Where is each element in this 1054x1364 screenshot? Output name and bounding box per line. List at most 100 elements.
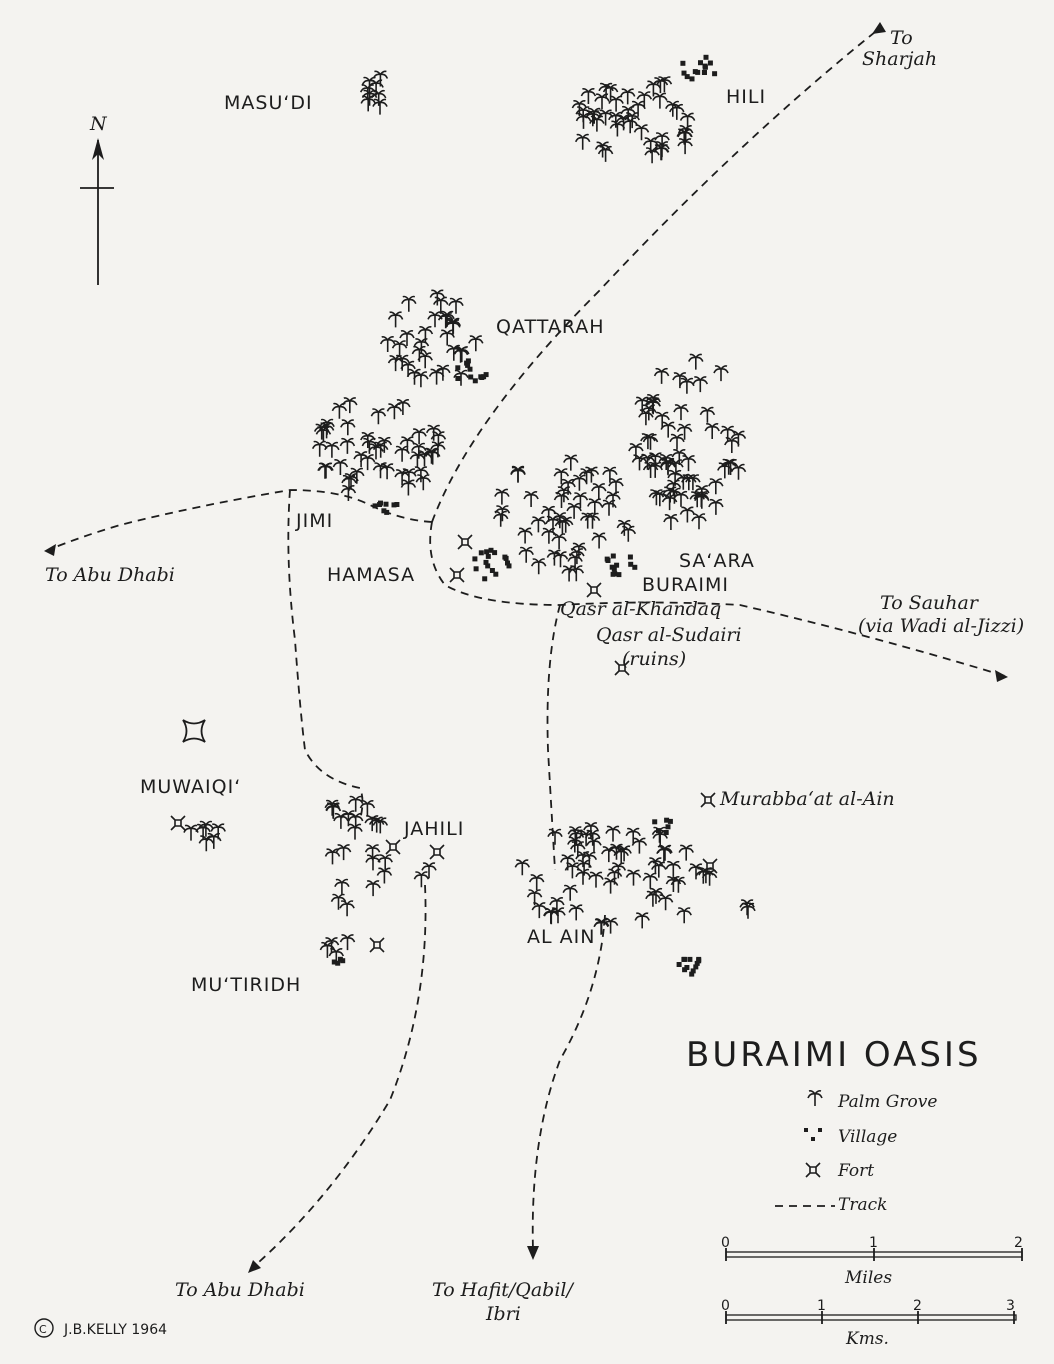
scale-miles-label: Miles bbox=[844, 1268, 892, 1288]
label-jahili: JAHILI bbox=[403, 818, 464, 840]
label-to-abu-dhabi-south: To Abu Dhabi bbox=[175, 1279, 305, 1301]
palm-tree-icon bbox=[638, 409, 654, 427]
village-hut-icon bbox=[331, 959, 337, 965]
fort-icon bbox=[429, 844, 445, 860]
palm-tree-icon bbox=[467, 335, 484, 353]
fort-icon bbox=[449, 567, 465, 583]
legend: Palm Grove Village Fort Track bbox=[775, 1090, 937, 1215]
fort-icon bbox=[586, 582, 602, 598]
village-hut-icon bbox=[663, 830, 669, 835]
north-arrow-icon: N bbox=[80, 113, 114, 285]
palm-tree-icon bbox=[602, 877, 619, 895]
scale-kms-tick-0: 0 bbox=[721, 1298, 730, 1314]
palm-tree-icon bbox=[699, 406, 716, 424]
palm-tree-icon bbox=[379, 335, 396, 353]
label-to-abu-dhabi-west: To Abu Dhabi bbox=[45, 564, 175, 586]
palm-tree-icon bbox=[514, 859, 531, 877]
village-icon bbox=[804, 1128, 822, 1141]
village-hut-icon bbox=[687, 956, 693, 962]
credit-text: J.B.KELLY 1964 bbox=[63, 1322, 167, 1338]
scale-kms-tick-2: 2 bbox=[913, 1298, 922, 1314]
village-hut-icon bbox=[693, 964, 699, 970]
palm-tree-icon bbox=[359, 454, 376, 471]
village-hut-icon bbox=[676, 962, 682, 967]
label-qasr-sudairi-note: (ruins) bbox=[622, 648, 686, 670]
palm-groves bbox=[183, 70, 756, 965]
palm-tree-icon bbox=[417, 352, 434, 370]
palm-tree-icon bbox=[317, 462, 333, 480]
palm-tree-icon bbox=[411, 428, 427, 446]
village-hut-icon bbox=[712, 71, 718, 77]
palm-tree-icon bbox=[707, 478, 724, 496]
village-hut-icon bbox=[479, 375, 485, 380]
palm-tree-icon bbox=[365, 880, 381, 897]
label-jimi: JIMI bbox=[295, 510, 333, 532]
label-to-sharjah-to: To bbox=[890, 27, 913, 49]
palm-tree-icon bbox=[324, 441, 340, 459]
palm-tree-icon bbox=[680, 455, 697, 472]
fort-icon bbox=[385, 839, 401, 855]
village-hut-icon bbox=[656, 828, 661, 834]
palm-tree-icon bbox=[183, 824, 199, 842]
village-hut-icon bbox=[488, 547, 494, 553]
palm-tree-icon bbox=[606, 868, 623, 886]
palm-tree-icon bbox=[568, 565, 585, 583]
village-hut-icon bbox=[506, 563, 512, 569]
village-hut-icon bbox=[482, 576, 488, 582]
village-hut-icon bbox=[667, 818, 673, 824]
fort-icon bbox=[700, 792, 716, 808]
palm-tree-icon bbox=[673, 404, 689, 421]
palm-tree-icon bbox=[679, 377, 695, 395]
village-hut-icon bbox=[611, 566, 617, 572]
village-hut-icon bbox=[701, 69, 707, 75]
village-hut-icon bbox=[468, 374, 474, 380]
palm-tree-icon bbox=[601, 499, 617, 517]
palm-tree-icon bbox=[552, 551, 569, 569]
label-ibri: Ibri bbox=[485, 1303, 521, 1325]
label-hamasa: HAMASA bbox=[327, 564, 415, 586]
palm-tree-icon bbox=[332, 458, 349, 476]
palm-tree-icon bbox=[586, 837, 602, 855]
track-abu-dhabi-south bbox=[249, 884, 427, 1271]
palm-tree-icon bbox=[631, 837, 648, 855]
palm-tree-icon bbox=[198, 835, 215, 853]
village-hut-icon bbox=[696, 958, 702, 964]
fort-icon bbox=[170, 815, 186, 831]
palm-tree-icon bbox=[648, 887, 664, 905]
village-hut-icon bbox=[372, 503, 378, 509]
track-to-al-ain bbox=[546, 604, 561, 871]
label-muwaiqi: MUWAIQI‘ bbox=[140, 776, 241, 798]
palm-tree-icon bbox=[608, 478, 624, 495]
palm-tree-icon bbox=[645, 890, 661, 908]
scale-miles-tick-2: 2 bbox=[1014, 1235, 1023, 1251]
label-mutiridh: MU‘TIRIDH bbox=[191, 974, 301, 996]
scale-miles-tick-0: 0 bbox=[721, 1235, 730, 1251]
palm-tree-icon bbox=[644, 147, 660, 164]
palm-tree-icon bbox=[528, 874, 545, 891]
palm-tree-icon bbox=[730, 463, 747, 481]
track-sharjah bbox=[431, 27, 881, 523]
palm-tree-icon bbox=[566, 502, 582, 520]
palm-tree-icon bbox=[625, 869, 642, 887]
palm-tree-icon bbox=[588, 871, 604, 889]
palm-tree-icon bbox=[333, 812, 349, 830]
palm-tree-icon bbox=[330, 893, 347, 911]
village-hut-icon bbox=[472, 556, 478, 562]
village-hut-icon bbox=[381, 508, 387, 514]
palm-tree-icon bbox=[551, 533, 567, 551]
palm-tree-icon bbox=[335, 844, 352, 861]
palm-tree-icon bbox=[347, 812, 364, 830]
track-hafit bbox=[531, 914, 606, 1251]
village-hut-icon bbox=[698, 60, 703, 66]
palm-tree-icon bbox=[678, 844, 695, 862]
village-hut-icon bbox=[703, 54, 709, 60]
village-hut-icon bbox=[605, 558, 611, 563]
scale-kms-label: Kms. bbox=[845, 1329, 889, 1349]
village-hut-icon bbox=[484, 549, 490, 555]
palm-tree-icon bbox=[605, 825, 621, 843]
palm-tree-icon bbox=[517, 527, 533, 545]
village-hut-icon bbox=[377, 502, 383, 507]
palm-tree-icon bbox=[428, 368, 445, 386]
palm-tree-icon bbox=[494, 488, 510, 506]
